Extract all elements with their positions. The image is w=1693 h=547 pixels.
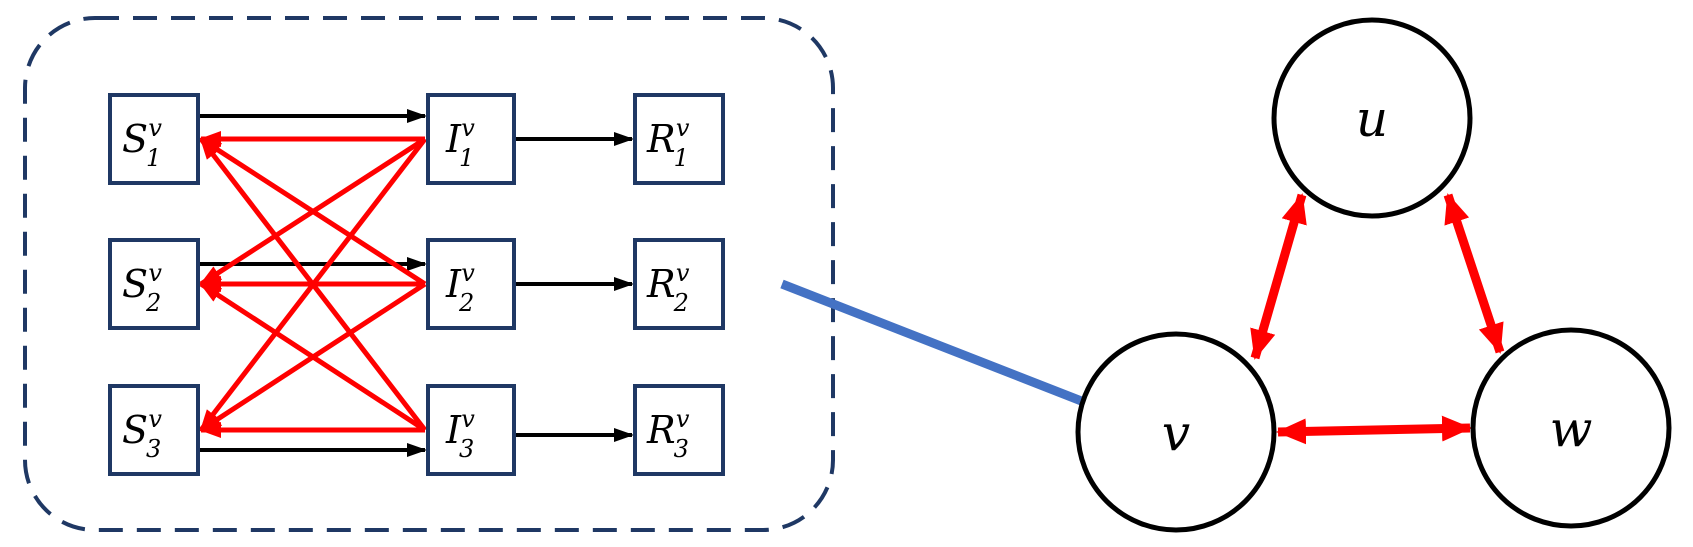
infection-i3-to-s2 (199, 281, 427, 433)
node-w-label: w (1550, 400, 1593, 458)
edge-u-v (1250, 193, 1307, 360)
node-v-label: v (1162, 404, 1190, 462)
edge-u-w (1443, 193, 1505, 354)
compartment-i3: I3v (426, 384, 516, 476)
graph-nodes: u v w (1075, 17, 1672, 533)
recovered-column: R1v R2v R3v (633, 93, 725, 476)
node-u-label: u (1356, 90, 1388, 148)
compartment-r3: R3v (633, 384, 725, 476)
svg-text:S3v: S3v (122, 405, 162, 463)
compartment-i1: I1v (426, 93, 516, 185)
infection-i2-to-s1 (199, 136, 427, 287)
compartment-s3: S3v (108, 384, 200, 476)
svg-text:S2v: S2v (122, 259, 162, 317)
compartment-s2: S2v (108, 238, 200, 330)
svg-text:R1v: R1v (646, 114, 690, 172)
infection-arrows (199, 131, 427, 438)
edge-v-w (1276, 415, 1472, 445)
susceptible-column: S1v S2v S3v (108, 93, 200, 476)
svg-text:I2v: I2v (445, 259, 475, 317)
graph-node-u: u (1271, 17, 1473, 219)
svg-text:I1v: I1v (445, 114, 475, 172)
node-internal-model-container (23, 16, 835, 532)
infection-i3-to-s1 (199, 137, 427, 432)
compartment-r2: R2v (633, 238, 725, 330)
compartment-r1: R1v (633, 93, 725, 185)
infected-column: I1v I2v I3v (426, 93, 516, 476)
svg-text:I3v: I3v (445, 405, 475, 463)
compartment-s1: S1v (108, 93, 200, 185)
graph-edges (1250, 193, 1505, 445)
graph-node-v: v (1075, 331, 1277, 533)
graph-node-w: w (1470, 327, 1672, 529)
mapping-arrow (780, 279, 1134, 425)
svg-text:S1v: S1v (122, 114, 162, 172)
compartment-i2: I2v (426, 238, 516, 330)
svg-text:R2v: R2v (646, 259, 690, 317)
state-transition-arrows (200, 109, 634, 457)
svg-text:R3v: R3v (646, 405, 690, 463)
